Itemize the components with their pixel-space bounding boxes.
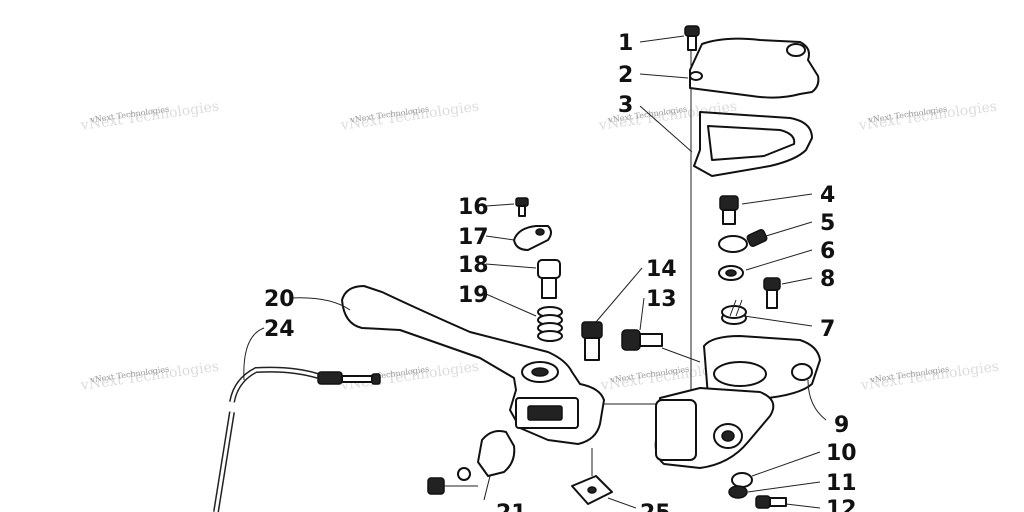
watermark: vNext Technologies vNext Technologies <box>79 359 220 394</box>
part-5-terminal <box>718 228 768 253</box>
part-13-bolt <box>621 329 701 363</box>
part-9-housing <box>654 335 821 469</box>
callout-17: 17 <box>458 225 489 250</box>
part-4-bolt <box>719 195 739 225</box>
part-2-cover <box>689 37 820 99</box>
callout-24: 24 <box>264 317 295 342</box>
part-11-nut <box>728 485 748 499</box>
callout-20: 20 <box>264 287 295 312</box>
callout-16: 16 <box>458 195 489 220</box>
part-20-lever-pivot-hole <box>531 367 549 377</box>
callout-8: 8 <box>820 267 835 292</box>
callout-14: 14 <box>646 257 677 282</box>
part-20-lever-slot <box>527 405 563 421</box>
watermark: vNext Technologies vNext Technologies <box>79 99 220 134</box>
leader-lines <box>243 35 827 509</box>
part-17-plate <box>513 225 552 251</box>
part-24-cable <box>213 366 381 512</box>
part-21-clamp <box>427 430 516 495</box>
watermark: vNext Technologies vNext Technologies <box>859 359 1000 394</box>
callout-12: 12 <box>826 497 857 512</box>
callout-6: 6 <box>820 239 835 264</box>
watermark: vNext Technologies vNext Technologies <box>339 99 480 134</box>
callout-10: 10 <box>826 441 857 466</box>
callout-21: 21 <box>496 501 527 512</box>
part-19-spring <box>537 306 563 342</box>
callout-25: 25 <box>640 501 671 512</box>
callout-1: 1 <box>618 31 633 56</box>
part-1-screw <box>684 25 700 51</box>
callout-13: 13 <box>646 287 677 312</box>
callout-3: 3 <box>618 93 633 118</box>
part-3-gasket-inner <box>707 125 796 161</box>
callout-7: 7 <box>820 317 835 342</box>
part-8-screw <box>763 277 781 309</box>
callout-9: 9 <box>834 413 849 438</box>
callout-4: 4 <box>820 183 835 208</box>
watermark: vNext Technologies vNext Technologies <box>857 99 998 134</box>
part-12-bolt <box>755 495 787 509</box>
part-16-screw <box>515 197 529 217</box>
callout-18: 18 <box>458 253 489 278</box>
callout-5: 5 <box>820 211 835 236</box>
callout-11: 11 <box>826 471 857 496</box>
part-7-spring <box>721 299 747 325</box>
part-6-washer-hole <box>725 269 737 277</box>
part-2-cover-hole <box>689 71 703 81</box>
callout-2: 2 <box>618 63 633 88</box>
callout-19: 19 <box>458 283 489 308</box>
part-14-bolt <box>581 321 603 361</box>
part-10-ring <box>731 472 753 488</box>
part-18-pin <box>537 259 561 299</box>
part-2-cover-lug <box>786 43 806 57</box>
part-25-bracket-hole <box>587 486 597 494</box>
callout-labels: 1 2 3 4 5 6 8 7 9 10 11 12 14 13 16 17 1… <box>264 31 857 512</box>
part-17-plate-hole <box>535 228 545 236</box>
